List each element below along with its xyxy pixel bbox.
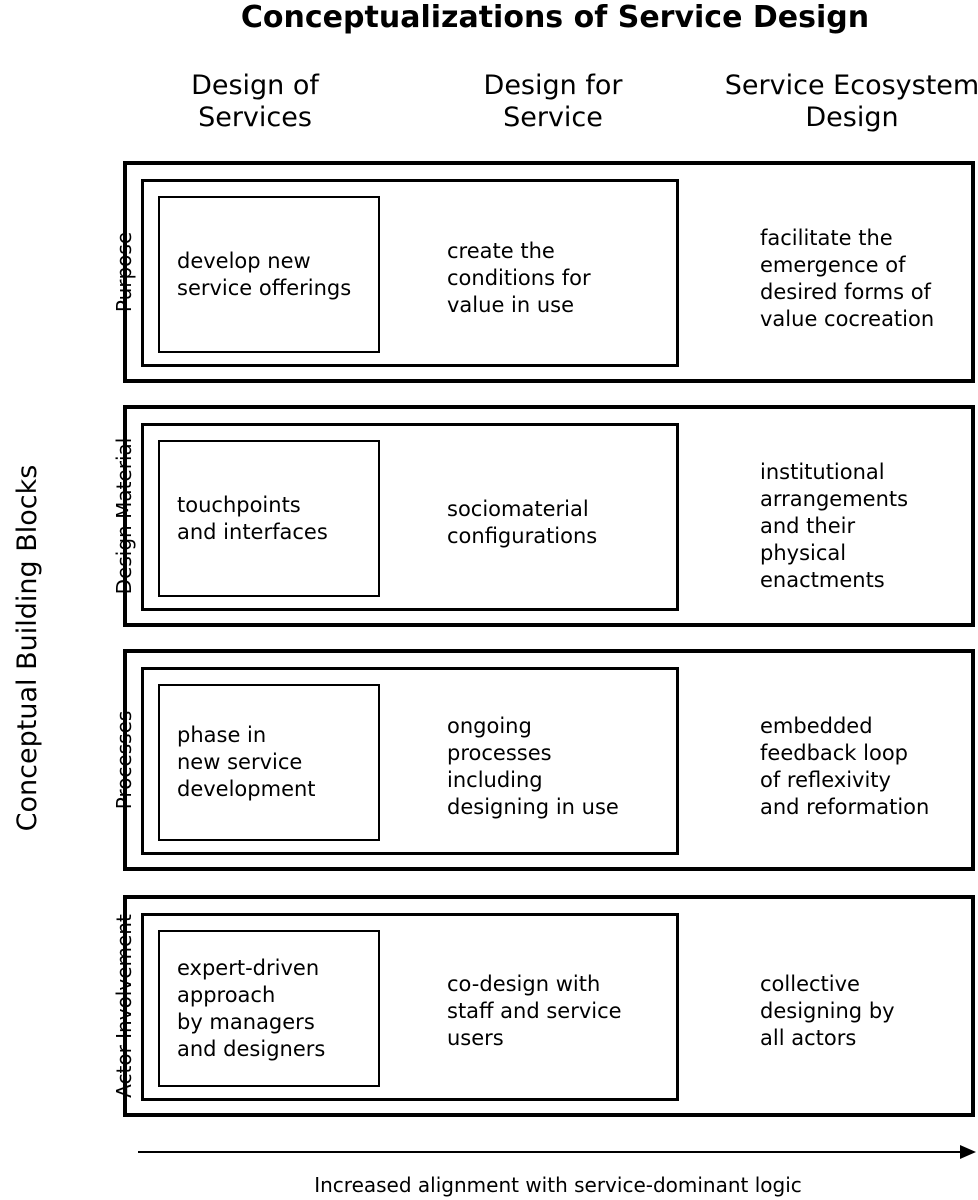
cell-line: embedded — [760, 714, 873, 738]
cell-line: and interfaces — [177, 519, 328, 544]
cell-line: physical — [760, 541, 847, 565]
design-of-services-frame: develop new service offerings — [158, 196, 380, 353]
arrow-head — [960, 1145, 976, 1159]
row-label: Processes — [112, 710, 136, 810]
cell-line: all actors — [760, 1026, 857, 1050]
cell-line: and designers — [177, 1036, 326, 1061]
cell-line: including — [447, 768, 543, 792]
column-header-line: Design of — [191, 70, 319, 101]
cell-design-of-services: expert-driven approach by managers and d… — [177, 955, 325, 1063]
column-header-line: Service — [503, 102, 603, 133]
column-header-line: Design — [805, 102, 899, 133]
cell-line: and reformation — [760, 795, 930, 819]
cell-design-of-services: touchpoints and interfaces — [177, 492, 328, 546]
cell-service-ecosystem-design: embedded feedback loop of reflexivity an… — [760, 713, 929, 821]
design-for-service-frame: touchpoints and interfaces — [141, 423, 679, 611]
cell-line: institutional — [760, 460, 885, 484]
cell-design-for-service: sociomaterial configurations — [447, 496, 597, 550]
cell-design-of-services: phase in new service development — [177, 722, 316, 803]
cell-line: conditions for — [447, 266, 591, 290]
design-of-services-frame: touchpoints and interfaces — [158, 440, 380, 597]
cell-line: and their — [760, 514, 856, 538]
design-of-services-frame: phase in new service development — [158, 684, 380, 841]
axis-label: Increased alignment with service-dominan… — [314, 1173, 802, 1197]
cell-line: processes — [447, 741, 552, 765]
row-label: Purpose — [112, 231, 136, 313]
cell-line: of reflexivity — [760, 768, 891, 792]
row-purpose: Purpose develop new service offerings cr… — [112, 161, 975, 383]
cell-line: collective — [760, 972, 860, 996]
cell-line: designing by — [760, 999, 895, 1023]
cell-line: enactments — [760, 568, 885, 592]
design-for-service-frame: develop new service offerings — [141, 179, 679, 367]
cell-line: create the — [447, 239, 555, 263]
cell-line: service offerings — [177, 275, 352, 300]
cell-line: phase in — [177, 723, 267, 747]
cell-service-ecosystem-design: institutional arrangements and their phy… — [760, 459, 908, 594]
row-design-material: Design Material touchpoints and interfac… — [112, 405, 975, 627]
row-actor-involvement: Actor Involvement expert-driven approach… — [112, 895, 975, 1117]
row-label: Actor Involvement — [112, 914, 136, 1098]
cell-design-for-service: create the conditions for value in use — [447, 238, 591, 319]
cell-line: desired forms of — [760, 280, 931, 304]
cell-line: staff and service — [447, 999, 622, 1023]
cell-service-ecosystem-design: facilitate the emergence of desired form… — [760, 225, 934, 333]
column-header-line: Service Ecosystem — [724, 70, 978, 101]
cell-line: expert-driven — [177, 955, 320, 980]
cell-line: new service — [177, 750, 303, 774]
row-label: Design Material — [112, 437, 136, 595]
column-header-design-of-services: Design of Services — [105, 70, 405, 134]
cell-line: designing in use — [447, 795, 619, 819]
column-header-design-for-service: Design for Service — [403, 70, 703, 134]
cell-line: configurations — [447, 524, 598, 548]
cell-line: touchpoints — [177, 492, 301, 517]
cell-line: value in use — [447, 293, 575, 317]
column-header-line: Design for — [483, 70, 623, 101]
cell-line: arrangements — [760, 487, 909, 511]
cell-line: development — [177, 777, 316, 801]
cell-service-ecosystem-design: collective designing by all actors — [760, 971, 895, 1052]
cell-line: sociomaterial — [447, 497, 589, 521]
cell-design-for-service: ongoing processes including designing in… — [447, 713, 619, 821]
diagram-title: Conceptualizations of Service Design — [240, 0, 870, 35]
cell-line: approach — [177, 982, 276, 1007]
design-for-service-frame: expert-driven approach by managers and d… — [141, 913, 679, 1101]
cell-design-of-services: develop new service offerings — [177, 248, 351, 302]
cell-line: emergence of — [760, 253, 906, 277]
alignment-arrow — [138, 1145, 976, 1159]
cell-line: facilitate the — [760, 226, 893, 250]
cell-line: ongoing — [447, 714, 532, 738]
cell-line: users — [447, 1026, 504, 1050]
cell-line: develop new — [177, 248, 311, 273]
row-processes: Processes phase in new service developme… — [112, 649, 975, 871]
column-header-line: Services — [198, 102, 312, 133]
design-for-service-frame: phase in new service development — [141, 667, 679, 855]
cell-line: feedback loop — [760, 741, 909, 765]
side-axis-label: Conceptual Building Blocks — [12, 464, 43, 832]
cell-line: co-design with — [447, 972, 601, 996]
cell-design-for-service: co-design with staff and service users — [447, 971, 622, 1052]
cell-line: by managers — [177, 1009, 315, 1034]
column-header-service-ecosystem-design: Service Ecosystem Design — [702, 70, 978, 134]
cell-line: value cocreation — [760, 307, 935, 331]
design-of-services-frame: expert-driven approach by managers and d… — [158, 930, 380, 1087]
